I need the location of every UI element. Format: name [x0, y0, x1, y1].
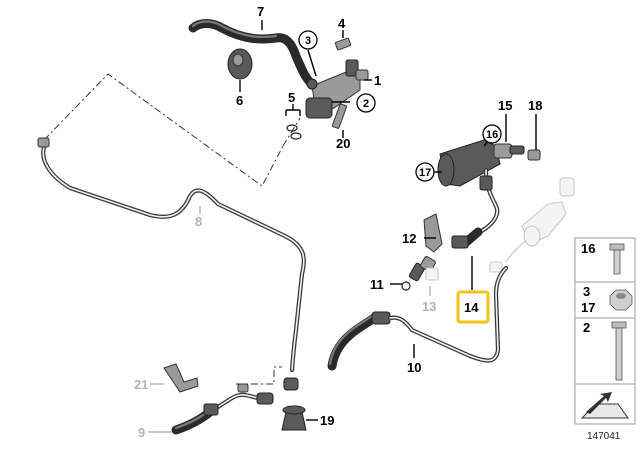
bracket-12[interactable] [423, 213, 443, 253]
callout-15[interactable]: 15 [498, 98, 512, 113]
callout-4[interactable]: 4 [338, 16, 346, 31]
callout-circle-17 [415, 162, 435, 182]
callout-9[interactable]: 9 [138, 425, 145, 440]
ghost-master-cylinder [489, 177, 575, 273]
callout-5[interactable]: 5 [288, 90, 295, 105]
callout-18[interactable]: 18 [528, 98, 542, 113]
callout-13[interactable]: 13 [422, 299, 436, 314]
direction-arrow-icon [580, 392, 629, 419]
legend-cell-2[interactable] [574, 317, 636, 385]
cap-18[interactable] [527, 149, 541, 161]
clutch-hose-9[interactable] [171, 383, 274, 435]
legend-cell-16[interactable] [574, 237, 636, 283]
callout-labels: 7 4 1 6 5 20 15 18 12 11 13 10 19 21 9 8… [134, 4, 542, 440]
callout-6[interactable]: 6 [236, 93, 243, 108]
legend-label-16: 16 [581, 241, 595, 256]
dashed-reference-outline [43, 73, 301, 385]
bolt-4[interactable] [334, 37, 352, 51]
nut-icon [609, 289, 633, 311]
callout-19[interactable]: 19 [320, 413, 334, 428]
callout-circle-3 [298, 30, 318, 50]
callout-leaders [148, 20, 537, 433]
highlight-box-14 [456, 290, 490, 324]
parts-legend: 16 3 17 2 147041 [574, 237, 636, 442]
catalog-number: 147041 [587, 431, 621, 442]
slave-line-14[interactable] [451, 167, 500, 249]
clutch-hose-10[interactable] [327, 265, 509, 371]
clutch-slave-cylinder-15[interactable] [437, 139, 525, 187]
callout-7[interactable]: 7 [257, 4, 264, 19]
clutch-pipe-8[interactable] [37, 137, 306, 391]
callout-1[interactable]: 1 [374, 73, 381, 88]
bolt-short-icon [609, 243, 625, 275]
callout-8[interactable]: 8 [195, 214, 202, 229]
callout-21[interactable]: 21 [134, 377, 148, 392]
clutch-master-cylinder-1[interactable] [305, 59, 369, 119]
legend-label-3: 3 [583, 284, 590, 299]
callout-2[interactable]: 2 [363, 98, 369, 110]
legend-label-17: 17 [581, 300, 595, 315]
callout-circle-2 [356, 93, 376, 113]
bolt-20[interactable] [331, 103, 348, 129]
callout-11[interactable]: 11 [370, 277, 384, 292]
grommet-19[interactable] [281, 405, 307, 431]
cap-6[interactable] [227, 48, 253, 80]
callout-17[interactable]: 17 [419, 167, 431, 179]
ghost-part-13 [425, 267, 439, 281]
callout-14[interactable]: 14 [464, 300, 479, 315]
callout-20[interactable]: 20 [336, 136, 350, 151]
seal-ring-5[interactable] [286, 124, 302, 140]
reservoir-hose-7[interactable] [188, 19, 319, 91]
callout-10[interactable]: 10 [407, 360, 421, 375]
bracket-21[interactable] [163, 363, 199, 393]
callout-3[interactable]: 3 [305, 35, 311, 47]
callout-circle-16 [482, 124, 502, 144]
callout-16[interactable]: 16 [486, 129, 498, 141]
bolt-long-icon [611, 321, 627, 381]
legend-label-2: 2 [583, 320, 590, 335]
callout-12[interactable]: 12 [402, 231, 416, 246]
